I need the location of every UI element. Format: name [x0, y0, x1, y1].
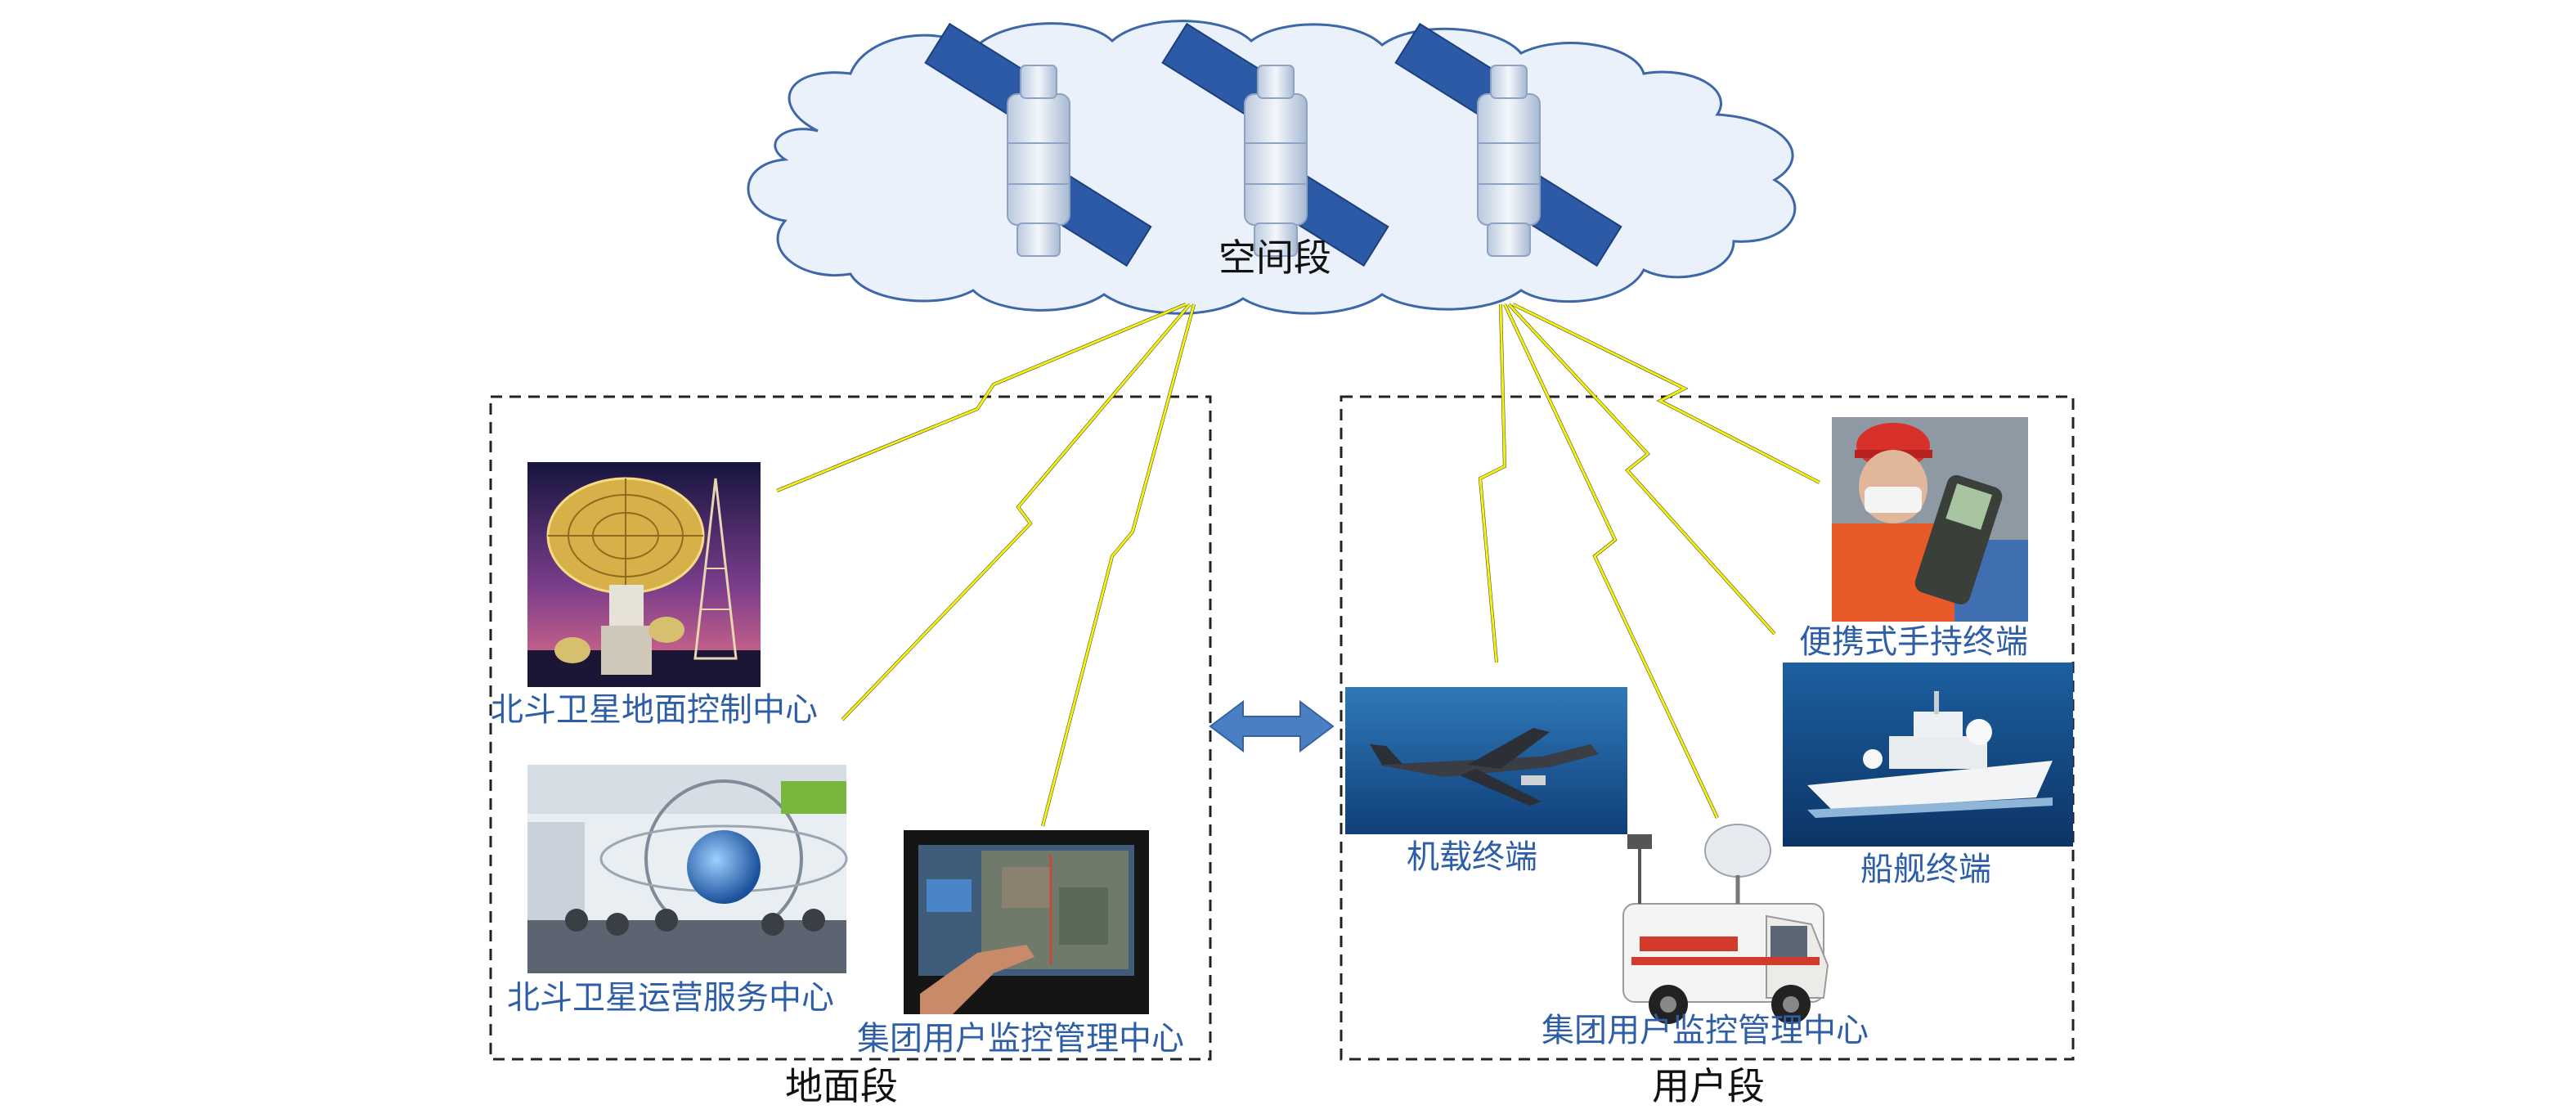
link-van — [1503, 303, 1719, 819]
group-monitor-center-user-label: 集团用户监控管理中心 — [1542, 1012, 1869, 1049]
satellite-dish-photo — [527, 462, 761, 687]
link-ship — [1507, 303, 1776, 636]
bidirectional-arrow-icon — [1209, 700, 1335, 752]
satellite-2-icon — [1161, 22, 1389, 267]
link-handheld — [1512, 303, 1820, 484]
space-segment-label: 空间段 — [1218, 236, 1331, 280]
touchscreen-map-photo — [904, 830, 1149, 1014]
user-links — [1478, 303, 1820, 819]
link-ground-control — [776, 303, 1187, 492]
ground-segment-label: 地面段 — [785, 1064, 898, 1108]
link-group-monitor-ground — [1041, 303, 1196, 827]
ground-segment-box — [489, 395, 1212, 1061]
satellite-1-icon — [924, 22, 1152, 267]
operations-hall-photo — [527, 765, 848, 973]
link-aircraft — [1478, 303, 1507, 663]
satellite-3-icon — [1394, 22, 1622, 267]
ground-links — [776, 303, 1196, 827]
airborne-terminal-label: 机载终端 — [1407, 838, 1537, 876]
user-segment-label: 用户段 — [1652, 1064, 1765, 1108]
ship-terminal-label: 船舰终端 — [1860, 851, 1991, 888]
handheld-terminal-photo — [1832, 417, 2028, 622]
ground-control-center-label: 北斗卫星地面控制中心 — [491, 691, 818, 729]
satellite-van-photo — [1622, 824, 1829, 1024]
ship-photo — [1783, 663, 2073, 847]
group-monitor-center-ground-label: 集团用户监控管理中心 — [857, 1020, 1184, 1058]
handheld-terminal-label: 便携式手持终端 — [1799, 623, 2028, 661]
operations-service-center-label: 北斗卫星运营服务中心 — [507, 979, 834, 1017]
aircraft-photo — [1345, 687, 1627, 834]
link-operations-center — [841, 303, 1192, 721]
